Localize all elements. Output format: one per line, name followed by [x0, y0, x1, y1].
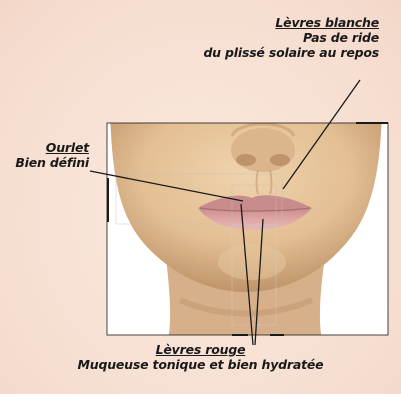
nose	[231, 128, 295, 172]
annotation-white-lip-title: Lèvres blanche	[203, 15, 379, 30]
annotation-red-lip-title: Lèvres rouge	[156, 342, 246, 357]
annotation-red-lip: Lèvres rouge Muqueuse tonique et bien hy…	[0, 342, 401, 372]
annotation-white-lip: Lèvres blanche Pas de ride du plissé sol…	[203, 15, 379, 60]
annotation-red-lip-line-1: Muqueuse tonique et bien hydratée	[0, 357, 401, 372]
annotation-vermilion-line-1: Bien défini	[3, 155, 89, 170]
annotation-vermilion-title: Ourlet	[3, 140, 89, 155]
annotation-vermilion-border: Ourlet Bien défini	[3, 140, 89, 170]
annotation-white-lip-line-2: du plissé solaire au repos	[203, 45, 379, 60]
annotation-white-lip-line-1: Pas de ride	[203, 30, 379, 45]
